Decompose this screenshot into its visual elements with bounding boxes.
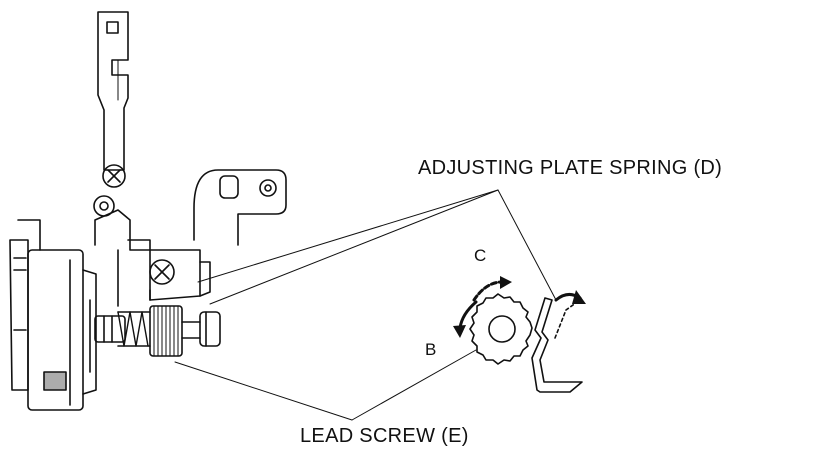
leader-e-left xyxy=(174,361,353,421)
direction-b-label: B xyxy=(425,340,437,359)
arrow-c xyxy=(472,276,512,302)
adjusting-plate-spring-label: ADJUSTING PLATE SPRING (D) xyxy=(418,157,723,179)
gear-wheel xyxy=(469,293,533,365)
lead-screw-shaft xyxy=(94,311,221,347)
gear-hub xyxy=(488,315,516,343)
leader-d-to-spring xyxy=(497,189,557,301)
bracket-round-hole xyxy=(259,179,277,197)
arm-screw xyxy=(102,164,126,188)
left-housing xyxy=(9,219,97,411)
upper-right-bracket xyxy=(193,169,287,246)
lead-screw-label: LEAD SCREW (E) xyxy=(300,425,469,447)
main-plate xyxy=(94,209,211,307)
leader-d-top xyxy=(197,189,499,283)
arrow-b xyxy=(453,300,478,338)
spring-deflected-position xyxy=(554,299,581,339)
bracket-slot xyxy=(106,21,119,34)
plate-screw xyxy=(149,259,175,285)
leader-e-right xyxy=(351,349,477,421)
spring-arrow xyxy=(554,290,586,304)
adjusting-plate-spring xyxy=(531,297,583,393)
lead-screw-nut xyxy=(199,311,221,347)
lead-screw-knob xyxy=(149,305,183,357)
bracket-slot-hole xyxy=(219,175,239,199)
leader-lines xyxy=(174,189,557,421)
leader-d-bottom xyxy=(209,189,499,305)
direction-c-label: C xyxy=(474,246,487,265)
bracket-arm xyxy=(97,11,129,171)
